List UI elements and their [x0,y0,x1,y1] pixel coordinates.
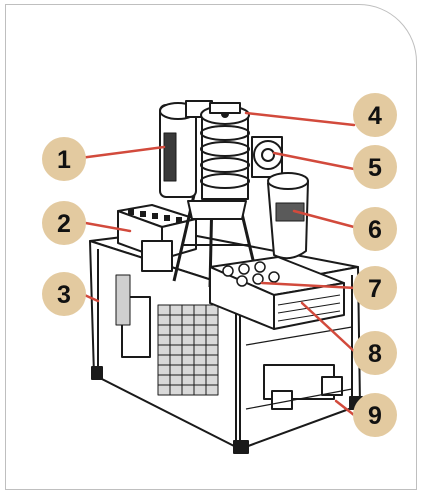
callout-badge-6: 6 [353,207,397,251]
callout-circle [42,201,86,245]
leader-line-1 [78,145,166,160]
callout-circle [42,272,86,316]
diagram-card: 1 2 3 4 5 6 7 8 9 [5,4,417,490]
control-box [209,256,345,330]
callout-circle [353,266,397,310]
callout-number: 3 [57,281,71,309]
callout-badge-5: 5 [353,145,397,189]
callout-badge-7: 7 [353,266,397,310]
leader-line-6 [292,209,356,229]
callout-number: 7 [368,275,382,303]
callout-circle [353,393,397,437]
left-top-module [117,204,197,272]
callout-number: 9 [368,402,382,430]
leader-line-2 [78,220,132,233]
callout-badge-4: 4 [353,93,397,137]
callout-badge-3: 3 [42,272,86,316]
callout-number: 2 [57,210,71,238]
equipment-diagram: 1 2 3 4 5 6 7 8 9 [42,93,397,454]
callout-number: 8 [368,340,382,368]
leader-line-5 [272,151,356,171]
callout-circle [353,331,397,375]
callout-circle [353,145,397,189]
callout-badge-2: 2 [42,201,86,245]
callout-number: 6 [368,216,382,244]
leader-line-8 [300,301,358,355]
callout-circle [353,207,397,251]
callout-badge-9: 9 [353,393,397,437]
callout-circle [42,137,86,181]
leader-line-9 [334,399,356,417]
callout-number: 4 [368,102,382,130]
leader-line-4 [244,111,356,127]
leader-lines [78,111,358,417]
callout-badge-8: 8 [353,331,397,375]
callout-badge-1: 1 [42,137,86,181]
callout-number: 5 [368,154,382,182]
callout-number: 1 [57,146,71,174]
equipment-drawing [89,100,363,454]
speaker-dish [251,136,283,178]
callout-badges: 1 2 3 4 5 6 7 8 9 [42,93,397,437]
right-canister [267,172,309,260]
dome-tower [200,102,250,200]
callout-circle [353,93,397,137]
leader-line-7 [260,281,358,290]
